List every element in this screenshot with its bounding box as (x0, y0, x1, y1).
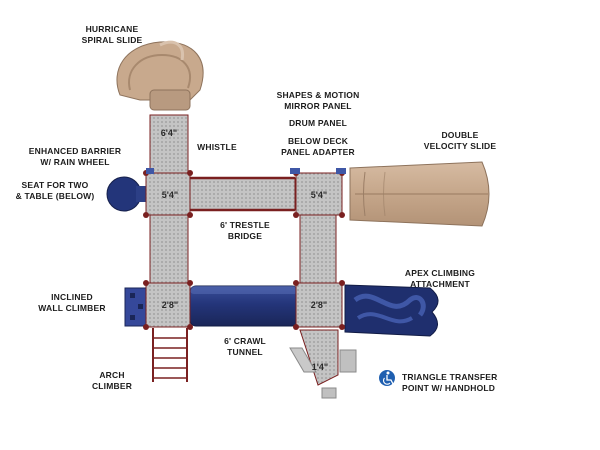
label-hurricane-spiral-slide: HURRICANE SPIRAL SLIDE (81, 24, 143, 45)
label-inclined-wall-climber: INCLINED WALL CLIMBER (38, 292, 106, 313)
label-whistle: WHISTLE (197, 142, 237, 152)
deck-top (149, 114, 189, 174)
label-apex-climbing: APEX CLIMBING ATTACHMENT (404, 268, 476, 289)
label-crawl-tunnel: 6' CRAWL TUNNEL (224, 336, 266, 357)
trestle-bridge-right (299, 214, 337, 284)
label-triangle-transfer: TRIANGLE TRANSFER POINT W/ HANDHOLD (402, 372, 498, 393)
label-arch-climber: ARCH CLIMBER (91, 370, 133, 391)
triangle-transfer-point (289, 329, 357, 399)
trestle-bridge-top (189, 176, 296, 212)
spiral-slide (116, 40, 204, 111)
double-velocity-slide (349, 161, 490, 227)
deck-right-bottom (293, 280, 345, 330)
label-enhanced-barrier: ENHANCED BARRIER W/ RAIN WHEEL (28, 146, 122, 167)
deck-height-left-middle: 5'4" (162, 190, 178, 200)
label-double-velocity-slide: DOUBLE VELOCITY SLIDE (423, 130, 497, 151)
deck-right-middle (293, 170, 345, 218)
arch-climber (152, 328, 188, 382)
deck-height-top: 6'4" (161, 128, 177, 138)
deck-left-middle (143, 170, 193, 218)
label-trestle-bridge: 6' TRESTLE BRIDGE (220, 220, 270, 241)
label-drum-panel: DRUM PANEL (288, 118, 348, 128)
deck-height-triangle: 1'4" (312, 362, 328, 372)
deck-height-right-bottom: 2'8" (311, 300, 327, 310)
label-seat-for-two: SEAT FOR TWO & TABLE (BELOW) (15, 180, 95, 201)
wheelchair-accessible-icon (379, 370, 395, 386)
label-shapes-motion-mirror-panel: SHAPES & MOTION MIRROR PANEL (276, 90, 360, 111)
apex-climbing-attachment (344, 284, 439, 337)
deck-left-bottom (143, 280, 193, 330)
label-below-deck-panel-adapter: BELOW DECK PANEL ADAPTER (281, 136, 355, 157)
inclined-wall-climber (124, 287, 148, 327)
deck-height-right-middle: 5'4" (311, 190, 327, 200)
seat-for-two-table (106, 176, 146, 212)
crawl-tunnel (189, 285, 299, 327)
deck-height-left-bottom: 2'8" (162, 300, 178, 310)
panel-markers (146, 168, 346, 174)
